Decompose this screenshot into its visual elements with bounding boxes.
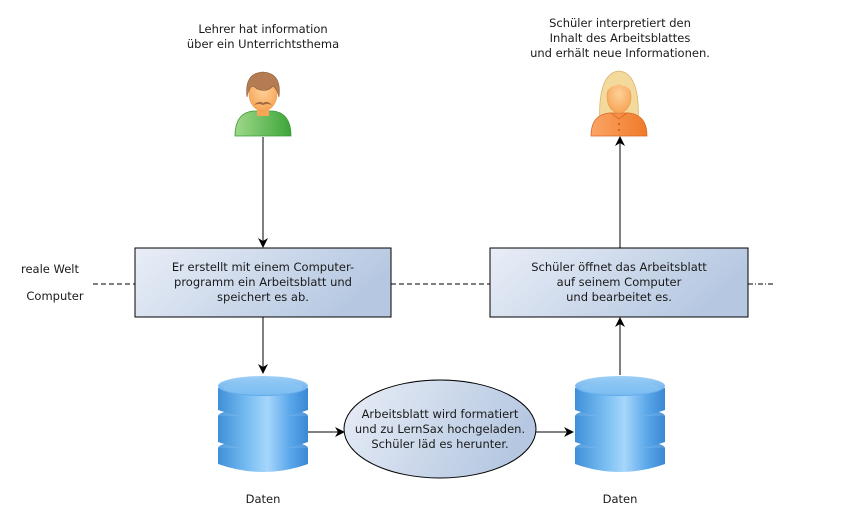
zone-label-real-world: reale Welt — [21, 262, 79, 276]
teacher-caption: Lehrer hat information über ein Unterric… — [186, 22, 340, 51]
teacher-avatar-icon — [234, 71, 292, 137]
process-box-open — [489, 247, 749, 318]
process-create-text: Er erstellt mit einem Computer- programm… — [171, 260, 355, 304]
student-avatar-icon — [590, 70, 648, 137]
process-open-text: Schüler öffnet das Arbeitsblatt auf sein… — [531, 260, 707, 304]
zone-label-computer: Computer — [26, 289, 84, 303]
database-icon — [575, 376, 665, 472]
student-caption: Schüler interpretiert den Inhalt des Arb… — [530, 16, 710, 60]
database-label-1: Daten — [245, 492, 281, 506]
process-ellipse-transfer — [343, 379, 537, 479]
database-label-2: Daten — [602, 492, 638, 506]
database-icon — [218, 376, 308, 472]
process-transfer-text: Arbeitsblatt wird formatiert und zu Lern… — [354, 406, 526, 451]
